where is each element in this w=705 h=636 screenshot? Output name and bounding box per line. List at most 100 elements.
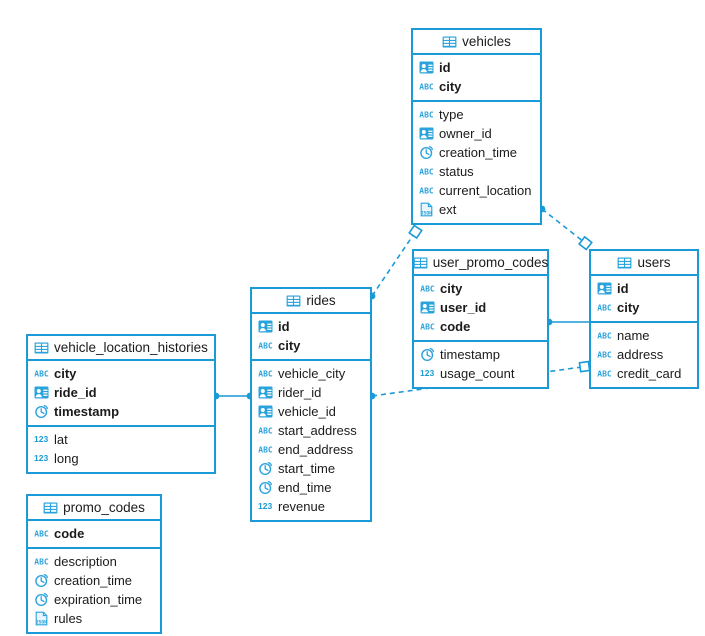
field-label: creation_time — [439, 145, 518, 160]
field-row[interactable]: id — [413, 58, 540, 77]
field-label: revenue — [278, 499, 325, 514]
timestamp-icon — [35, 592, 48, 607]
entity-name: vehicle_location_histories — [54, 340, 208, 355]
field-row[interactable]: ABC start_address — [252, 421, 370, 440]
field-label: credit_card — [617, 366, 682, 381]
field-label: ride_id — [54, 385, 97, 400]
entity-name: vehicles — [462, 34, 511, 49]
field-row[interactable]: timestamp — [28, 402, 214, 421]
entity-name: rides — [306, 293, 336, 308]
field-row[interactable]: timestamp — [414, 345, 547, 364]
field-row[interactable]: ABC code — [414, 317, 547, 336]
svg-text:ABC: ABC — [258, 446, 273, 455]
svg-text:ABC: ABC — [258, 342, 273, 351]
entity-header-user_promo_codes: user_promo_codes — [413, 251, 548, 276]
text-type-icon: ABC — [419, 111, 434, 120]
field-label: type — [439, 107, 464, 122]
field-row[interactable]: vehicle_id — [252, 402, 370, 421]
text-type-icon: ABC — [258, 427, 273, 436]
field-row[interactable]: rider_id — [252, 383, 370, 402]
field-row[interactable]: ABC city — [414, 279, 547, 298]
text-type-icon: ABC — [258, 446, 273, 455]
relationship-user_promo_codes-users[interactable] — [545, 318, 589, 326]
svg-text:ABC: ABC — [258, 370, 273, 379]
svg-text:ABC: ABC — [419, 168, 434, 177]
relationship-vlh-rides[interactable] — [212, 392, 254, 400]
entity-header-vehicles: vehicles — [413, 30, 540, 55]
key-icon — [419, 61, 434, 74]
text-type-icon: ABC — [420, 323, 435, 332]
svg-text:JSON: JSON — [421, 210, 432, 216]
entity-header-promo_codes: promo_codes — [28, 496, 160, 521]
field-label: start_address — [278, 423, 357, 438]
text-type-icon: ABC — [34, 370, 49, 379]
text-type-icon: ABC — [258, 370, 273, 379]
svg-text:ABC: ABC — [419, 187, 434, 196]
field-row[interactable]: end_time — [252, 478, 370, 497]
field-row[interactable]: ABC credit_card — [591, 364, 697, 383]
svg-text:JSON: JSON — [36, 619, 47, 625]
table-icon — [34, 341, 49, 354]
text-type-icon: ABC — [258, 342, 273, 351]
text-type-icon: ABC — [597, 304, 612, 313]
field-label: city — [440, 281, 463, 296]
text-type-icon: ABC — [420, 285, 435, 294]
relationship-vehicles-users[interactable] — [538, 205, 593, 251]
field-row[interactable]: ABC type — [413, 105, 540, 124]
entity-header-vehicle_location_histories: vehicle_location_histories — [28, 336, 214, 361]
table-icon — [442, 35, 457, 48]
field-row[interactable]: creation_time — [413, 143, 540, 162]
svg-text:ABC: ABC — [419, 83, 434, 92]
field-row[interactable]: user_id — [414, 298, 547, 317]
field-row[interactable]: id — [252, 317, 370, 336]
field-label: ext — [439, 202, 457, 217]
field-label: vehicle_city — [278, 366, 346, 381]
field-label: long — [54, 451, 79, 466]
entity-header-users: users — [591, 251, 697, 276]
field-row[interactable]: id — [591, 279, 697, 298]
field-label: id — [617, 281, 629, 296]
key-icon — [258, 405, 273, 418]
field-row[interactable]: start_time — [252, 459, 370, 478]
field-label: owner_id — [439, 126, 492, 141]
table-icon — [413, 256, 428, 269]
field-label: timestamp — [440, 347, 500, 362]
field-label: id — [278, 319, 290, 334]
field-label: description — [54, 554, 117, 569]
text-type-icon: ABC — [597, 370, 612, 379]
field-row[interactable]: JSON ext — [413, 200, 540, 219]
field-label: code — [440, 319, 471, 334]
field-row[interactable]: creation_time — [28, 571, 160, 590]
field-row[interactable]: ride_id — [28, 383, 214, 402]
endpoint-optional-marker — [578, 235, 593, 251]
key-icon — [258, 320, 273, 333]
field-row[interactable]: expiration_time — [28, 590, 160, 609]
field-row[interactable]: owner_id — [413, 124, 540, 143]
timestamp-icon — [35, 573, 48, 588]
field-label: address — [617, 347, 664, 362]
field-row[interactable]: ABC vehicle_city — [252, 364, 370, 383]
